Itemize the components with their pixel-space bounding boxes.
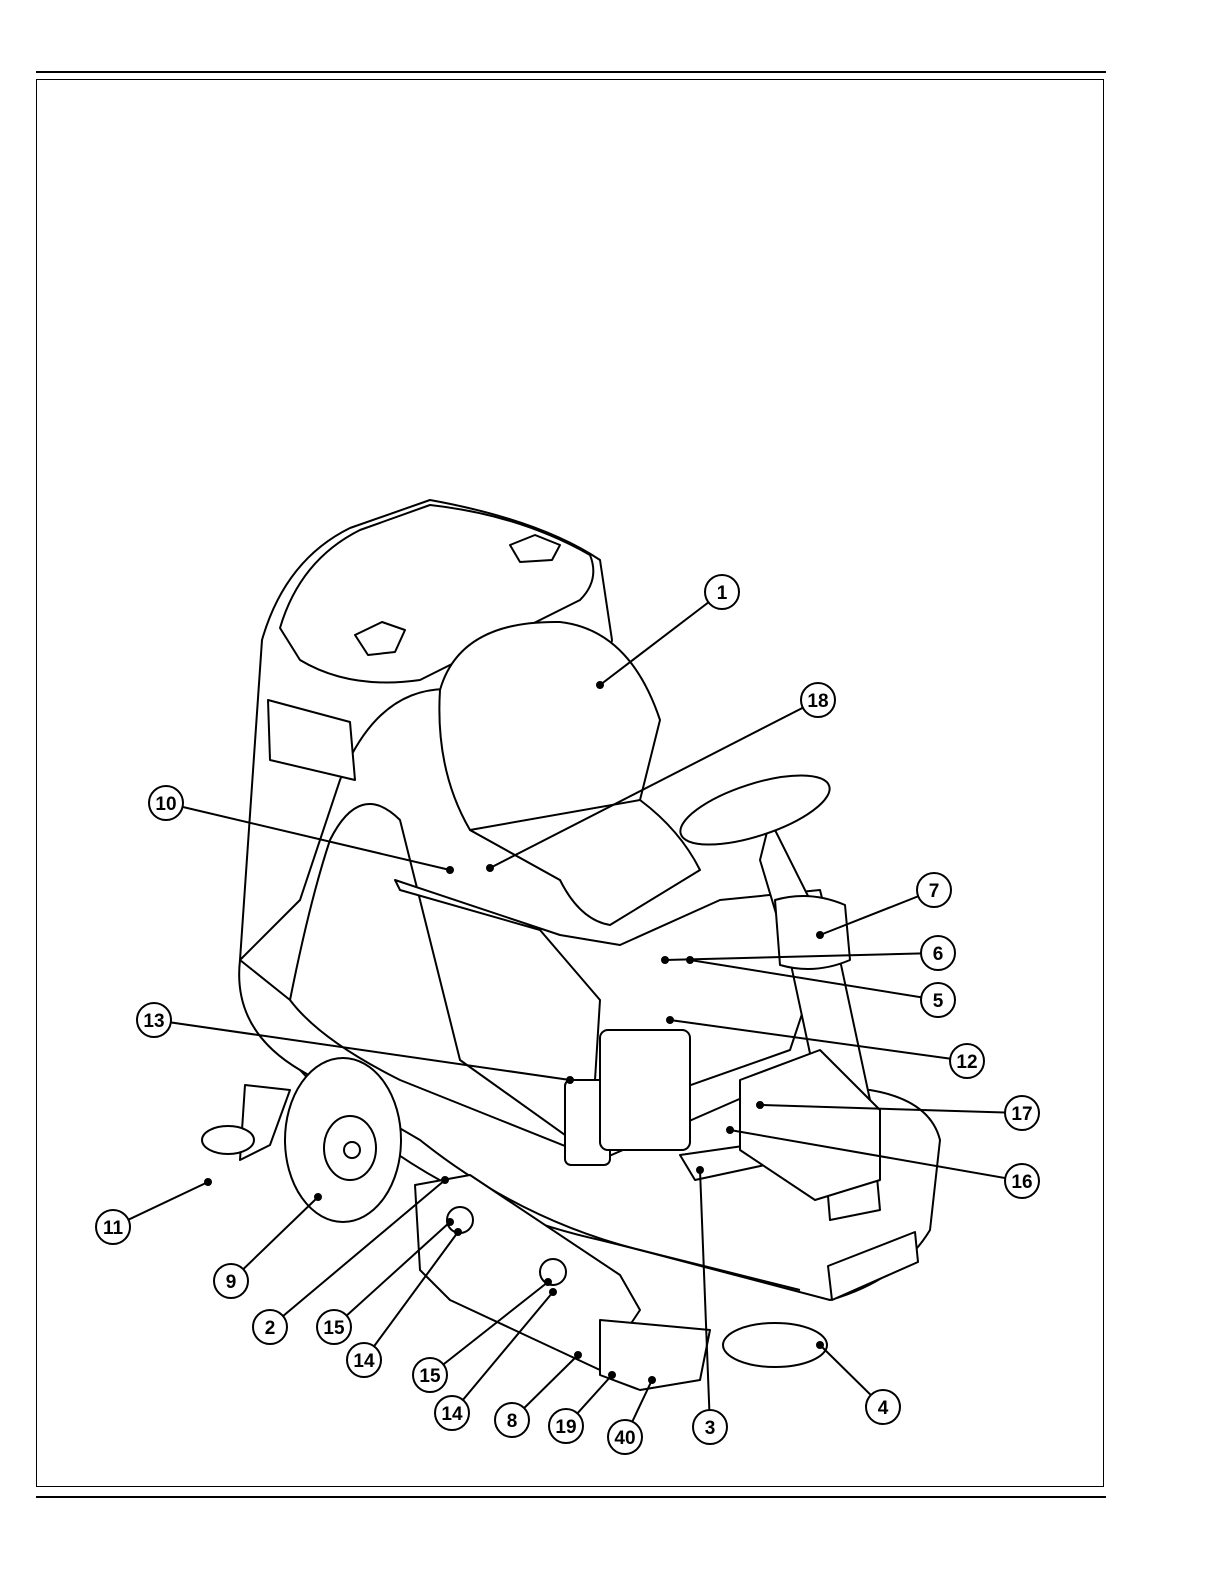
- leader-tip: [817, 932, 823, 938]
- callout-1: 1: [705, 575, 739, 609]
- callout-14: 14: [435, 1396, 469, 1430]
- leader-tip: [315, 1194, 321, 1200]
- squeegee-caster: [202, 1126, 254, 1154]
- callout-19: 19: [549, 1409, 583, 1443]
- callout-6: 6: [921, 936, 955, 970]
- callout-label: 5: [933, 991, 944, 1012]
- leader-line: [600, 592, 722, 685]
- leader-tip: [447, 867, 453, 873]
- bellows: [775, 896, 850, 969]
- callout-label: 15: [323, 1318, 345, 1339]
- leader-tip: [609, 1372, 615, 1378]
- callout-label: 3: [705, 1418, 716, 1439]
- callout-15: 15: [413, 1358, 447, 1392]
- callout-label: 12: [956, 1052, 977, 1073]
- leader-tip: [487, 865, 493, 871]
- callout-label: 18: [807, 691, 828, 712]
- leader-line: [231, 1197, 318, 1281]
- leader-tip: [447, 1219, 453, 1225]
- callout-2: 2: [253, 1310, 287, 1344]
- callout-label: 14: [353, 1351, 375, 1372]
- front-wheel: [723, 1323, 827, 1367]
- callout-label: 6: [933, 944, 944, 965]
- callout-16: 16: [1005, 1164, 1039, 1198]
- callout-label: 4: [878, 1398, 889, 1419]
- leader-tip: [817, 1342, 823, 1348]
- callout-4: 4: [866, 1390, 900, 1424]
- callout-label: 8: [507, 1411, 518, 1432]
- machine-illustration: [202, 500, 940, 1390]
- callout-13: 13: [137, 1003, 171, 1037]
- rear-wheel-axle: [344, 1142, 360, 1158]
- callout-9: 9: [214, 1264, 248, 1298]
- callout-label: 15: [419, 1366, 441, 1387]
- leader-tip: [597, 682, 603, 688]
- deck-knob-2: [540, 1259, 566, 1285]
- callout-5: 5: [921, 983, 955, 1017]
- leader-tip: [757, 1102, 763, 1108]
- bottle-holder: [600, 1030, 690, 1150]
- callout-40: 40: [608, 1420, 642, 1454]
- leader-tip: [727, 1127, 733, 1133]
- leader-tip: [649, 1377, 655, 1383]
- leader-line: [364, 1232, 458, 1360]
- callout-17: 17: [1005, 1096, 1039, 1130]
- callout-11: 11: [96, 1210, 130, 1244]
- callout-18: 18: [801, 683, 835, 717]
- callout-10: 10: [149, 786, 183, 820]
- leader-tip: [545, 1279, 551, 1285]
- leader-tip: [697, 1167, 703, 1173]
- callout-15: 15: [317, 1310, 351, 1344]
- leader-tip: [662, 957, 668, 963]
- leader-tip: [455, 1229, 461, 1235]
- callout-3: 3: [693, 1410, 727, 1444]
- leader-tip: [687, 957, 693, 963]
- leader-tip: [442, 1177, 448, 1183]
- callout-label: 9: [226, 1272, 237, 1293]
- callout-label: 19: [555, 1417, 576, 1438]
- callout-label: 1: [717, 583, 728, 604]
- callout-14: 14: [347, 1343, 381, 1377]
- callout-label: 2: [265, 1318, 276, 1339]
- callout-label: 11: [103, 1218, 124, 1239]
- steering-wheel: [673, 761, 837, 859]
- leader-tip: [550, 1289, 556, 1295]
- leader-tip: [667, 1017, 673, 1023]
- callout-8: 8: [495, 1403, 529, 1437]
- leader-tip: [567, 1077, 573, 1083]
- leader-tip: [575, 1352, 581, 1358]
- callout-7: 7: [917, 873, 951, 907]
- callout-label: 40: [614, 1428, 635, 1449]
- leader-tip: [205, 1179, 211, 1185]
- callout-12: 12: [950, 1044, 984, 1078]
- callout-label: 10: [155, 794, 176, 815]
- callout-label: 13: [143, 1011, 164, 1032]
- callout-label: 16: [1011, 1172, 1032, 1193]
- callout-label: 14: [441, 1404, 463, 1425]
- callout-label: 17: [1011, 1104, 1032, 1125]
- callout-label: 7: [929, 881, 940, 902]
